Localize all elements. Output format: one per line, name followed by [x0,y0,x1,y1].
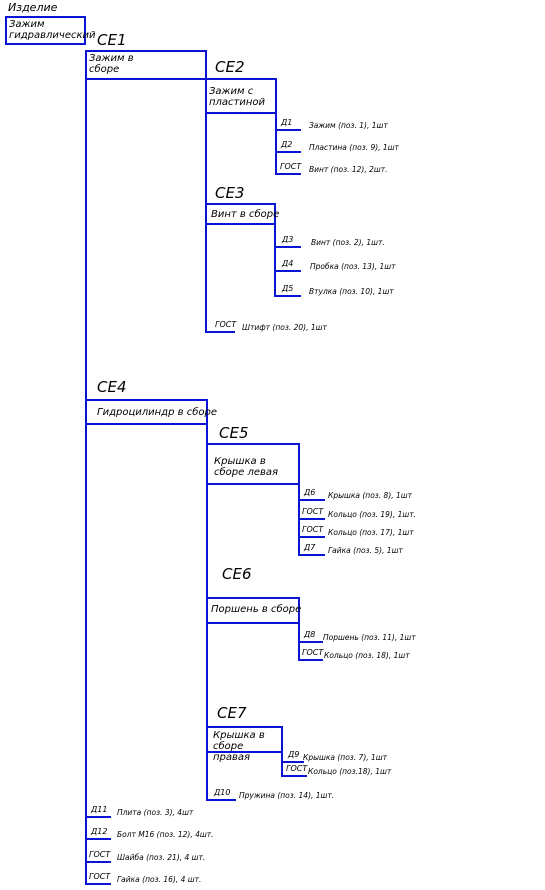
ce2-name: Зажим с пластиной [209,86,266,108]
part-gost-shaiba-text: Шайба (поз. 21), 4 шт. [117,853,206,862]
root-name: Зажим гидравлический [9,19,96,41]
ce5-box [206,443,300,485]
part-d3-text: Винт (поз. 2), 1шт. [311,238,385,247]
part-gost-k19-code: ГОСТ [302,507,324,516]
ce1-code: СЕ1 [97,31,127,49]
part-d12-text: Болт М16 (поз. 12), 4шт. [117,830,214,839]
part-d5-text: Втулка (поз. 10), 1шт [309,287,394,296]
part-gost-shtift-text: Штифт (поз. 20), 1шт [242,323,327,332]
ce1-box [85,50,207,80]
ce4-name: Гидроцилиндр в сборе [97,407,217,418]
part-gost-k18-text: Кольцо (поз. 18), 1шт [324,651,410,660]
part-d10-text: Пружина (поз. 14), 1шт. [239,791,335,800]
part-gost-k18b-text: Кольцо (поз.18), 1шт [308,767,392,776]
part-gost1-code: ГОСТ [280,162,302,171]
part-gost-gaika-text: Гайка (поз. 16), 4 шт. [117,875,202,884]
ce3-box [205,203,276,225]
part-d2-text: Пластина (поз. 9), 1шт [309,143,399,152]
ce7-name: Крышка в сборе правая [213,730,265,763]
ce4-code: СЕ4 [97,378,127,396]
ce2-code: СЕ2 [215,58,245,76]
ce6-code: СЕ6 [222,565,252,583]
ce6-name: Поршень в сборе [211,604,302,615]
part-d11-code: Д11 [91,805,108,814]
part-d1-text: Зажим (поз. 1), 1шт [309,121,388,130]
part-d8-code: Д8 [304,630,316,639]
part-gost-k18-code: ГОСТ [302,648,324,657]
part-d9-text: Крышка (поз. 7), 1шт [303,753,388,762]
ce3-code: СЕ3 [215,184,245,202]
root-box [5,16,86,45]
part-d8-text: Поршень (поз. 11), 1шт [323,633,416,642]
part-d6-code: Д6 [304,488,316,497]
part-d10-code: Д10 [214,788,231,797]
ce5-name: Крышка в сборе левая [214,456,279,478]
ce3-name: Винт в сборе [211,209,280,220]
part-d7-text: Гайка (поз. 5), 1шт [328,546,403,555]
part-gost-k17-text: Кольцо (поз. 17), 1шт [328,528,414,537]
part-d4-code: Д4 [282,259,294,268]
part-gost-gaika-code: ГОСТ [89,872,111,881]
part-gost-shtift-code: ГОСТ [215,320,237,329]
ce5-code: СЕ5 [219,424,249,442]
part-d6-text: Крышка (поз. 8), 1шт [328,491,413,500]
part-gost1-text: Винт (поз. 12), 2шт. [309,165,388,174]
part-gost-k17-code: ГОСТ [302,525,324,534]
part-d5-code: Д5 [282,284,294,293]
part-d1-code: Д1 [281,118,293,127]
part-d2-code: Д2 [281,140,293,149]
root-caption: Изделие [8,1,58,14]
part-d12-code: Д12 [91,827,108,836]
ce7-code: СЕ7 [217,704,247,722]
ce1-name: Зажим в сборе [89,53,134,75]
part-gost-k19-text: Кольцо (поз. 19), 1шт. [328,510,417,519]
part-gost-k18b-code: ГОСТ [286,764,308,773]
part-d7-code: Д7 [304,543,316,552]
part-gost-shaiba-code: ГОСТ [89,850,111,859]
ce4-box [85,399,208,425]
part-d9-code: Д9 [288,750,300,759]
part-d3-code: Д3 [282,235,294,244]
part-d4-text: Пробка (поз. 13), 1шт [310,262,396,271]
part-d11-text: Плита (поз. 3), 4шт [117,808,194,817]
